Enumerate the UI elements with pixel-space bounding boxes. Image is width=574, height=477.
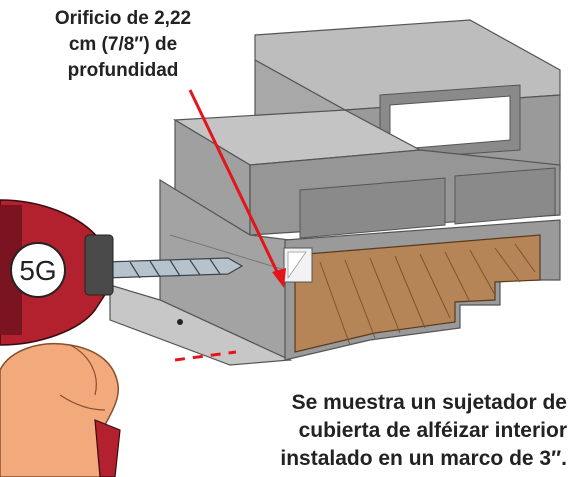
caption-line-2: cubierta de alféizar interior [298, 419, 567, 442]
callout-arrow [188, 89, 286, 288]
fastener-clip [283, 247, 313, 283]
caption-callout: Se muestra un sujetador de cubierta de a… [205, 389, 567, 473]
hole-depth-line-1: Orificio de 2,22 [54, 8, 192, 29]
hole-depth-line-2: cm (7/8″) de [68, 34, 178, 55]
hand [0, 343, 121, 477]
frame-middle-step [173, 109, 561, 239]
drill-bit [104, 257, 244, 279]
caption-line-1: Se muestra un sujetador de [291, 391, 567, 414]
caption-line-3: instalado en un marco de 3″. [280, 447, 567, 470]
hole-depth-callout: Orificio de 2,22 cm (7/8″) de profundida… [18, 6, 228, 84]
drill-badge [10, 242, 66, 298]
wood-sill-cover [294, 234, 541, 353]
drill-badge-label: 5G [19, 255, 56, 286]
hole-depth-line-3: profundidad [67, 60, 179, 81]
